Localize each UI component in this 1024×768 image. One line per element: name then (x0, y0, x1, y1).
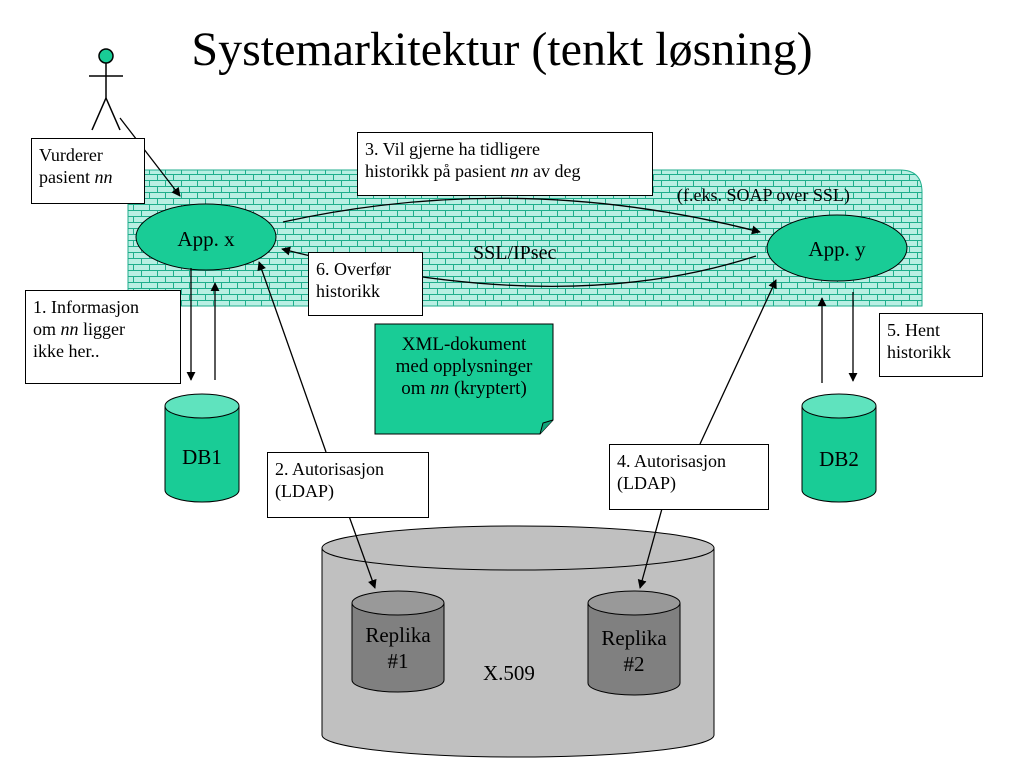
arrow-step3 (282, 197, 761, 235)
network-note: (f.eks. SOAP over SSL) (677, 185, 850, 205)
arrow-ldap-to-replica1 (344, 504, 377, 589)
db1-cylinder (164, 393, 240, 503)
db1-label: DB1 (182, 445, 222, 469)
step-2-box: 2. Autorisasjon(LDAP) (267, 452, 429, 518)
step-4-box: 4. Autorisasjon(LDAP) (609, 444, 769, 510)
arrow-ldap-to-appx (257, 261, 327, 453)
arrow-actor-to-appx (119, 117, 181, 197)
network-label: SSL/IPsec (473, 242, 557, 264)
x509-label: X.509 (483, 661, 535, 685)
db2-cylinder (801, 393, 877, 503)
db2-label: DB2 (819, 447, 859, 471)
step-1-box: 1. Informasjon om nn ligger ikke her.. (25, 290, 181, 384)
actor-figure (89, 48, 123, 131)
app-x-label: App. x (177, 227, 235, 251)
actor-label-box: Vurderer pasient nn (31, 138, 145, 204)
app-y-node (766, 214, 908, 282)
replica-2-cylinder (587, 590, 681, 696)
replica-1-cylinder (351, 590, 445, 693)
xml-note: XML-dokument med opplysninger om nn (kry… (395, 334, 533, 399)
app-y-label: App. y (808, 237, 866, 261)
step-3-box: 3. Vil gjerne ha tidligere historikk på … (357, 132, 653, 196)
replica-1-label: Replika#1 (365, 623, 431, 673)
app-x-node (135, 203, 277, 271)
arrow-ldap-to-replica2 (637, 504, 664, 589)
replica-2-label: Replika#2 (601, 626, 667, 676)
page-title: Systemarkitektur (tenkt løsning) (191, 23, 813, 76)
arrow-ldap-to-appy (699, 279, 777, 445)
